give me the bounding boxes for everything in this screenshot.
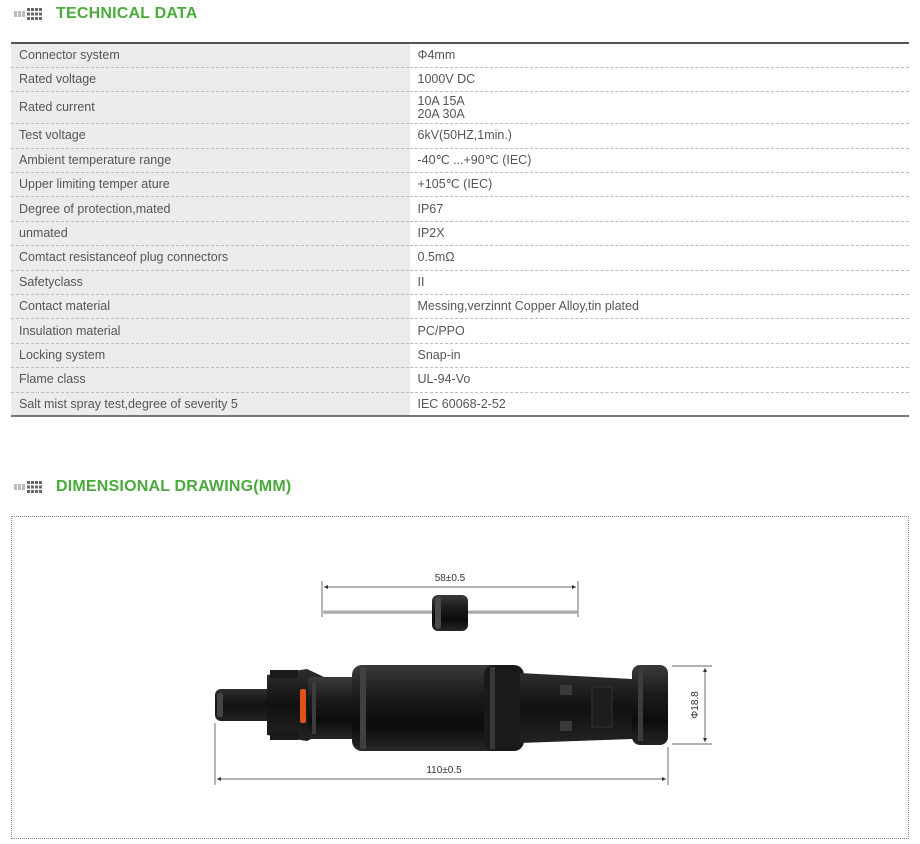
connector-drawing: 58±0.5 xyxy=(214,573,712,785)
table-row: Flame class UL-94-Vo xyxy=(11,367,909,393)
grid-bars-icon xyxy=(14,8,42,20)
spec-label: Comtact resistanceof plug connectors xyxy=(11,245,409,271)
spec-value: 1000V DC xyxy=(408,67,909,93)
spec-label: Insulation material xyxy=(11,318,409,344)
fuse-image xyxy=(323,595,578,631)
spec-value: IP2X xyxy=(408,221,909,247)
spec-value: II xyxy=(408,270,909,296)
spec-value: 6kV(50HZ,1min.) xyxy=(408,123,909,149)
table-row: Contact material Messing,verzinnt Copper… xyxy=(11,294,909,320)
table-row: Comtact resistanceof plug connectors 0.5… xyxy=(11,245,909,271)
spec-label: Connector system xyxy=(11,43,409,68)
spec-value: Snap-in xyxy=(408,343,909,369)
table-row: Rated voltage 1000V DC xyxy=(11,67,909,93)
connector-dimension: 110±0.5 xyxy=(214,723,669,785)
technical-data-header: TECHNICAL DATA xyxy=(14,5,197,23)
spec-label: Test voltage xyxy=(11,123,409,149)
table-row: Ambient temperature range -40℃ ...+90℃ (… xyxy=(11,148,909,174)
spec-value: PC/PPO xyxy=(408,318,909,344)
spec-value-line: 20A 30A xyxy=(417,106,465,121)
table-row: unmated IP2X xyxy=(11,221,909,247)
spec-value: UL-94-Vo xyxy=(408,367,909,393)
spec-value: Messing,verzinnt Copper Alloy,tin plated xyxy=(408,294,909,320)
spec-label: Rated voltage xyxy=(11,67,409,93)
spec-label: Safetyclass xyxy=(11,270,409,296)
connector-length-label: 110±0.5 xyxy=(426,765,462,776)
spec-value: 0.5mΩ xyxy=(408,245,909,271)
spec-label: Flame class xyxy=(11,367,409,393)
table-row: Insulation material PC/PPO xyxy=(11,318,909,344)
spec-value: IEC 60068-2-52 xyxy=(408,392,909,417)
table-row: Upper limiting temper ature +105℃ (IEC) xyxy=(11,172,909,198)
spec-label: Salt mist spray test,degree of severity … xyxy=(11,392,409,417)
spec-label: Upper limiting temper ature xyxy=(11,172,409,198)
section-title: DIMENSIONAL DRAWING(MM) xyxy=(56,478,292,495)
spec-label: Locking system xyxy=(11,343,409,369)
spec-value: +105℃ (IEC) xyxy=(408,172,909,198)
table-row: Salt mist spray test,degree of severity … xyxy=(11,392,909,417)
fuse-length-label: 58±0.5 xyxy=(435,573,466,584)
spec-value: 10A 15A 20A 30A xyxy=(408,91,909,125)
section-title: TECHNICAL DATA xyxy=(56,5,198,22)
dimensional-drawing-header: DIMENSIONAL DRAWING(MM) xyxy=(14,478,291,496)
technical-data-table: Connector system Φ4mm Rated voltage 1000… xyxy=(11,42,909,418)
spec-value: IP67 xyxy=(408,196,909,222)
spec-value: -40℃ ...+90℃ (IEC) xyxy=(408,148,909,174)
spec-value-line: 10A 15A xyxy=(417,93,465,108)
diameter-label: Φ18.8 xyxy=(690,691,701,719)
spec-label: Degree of protection,mated xyxy=(11,196,409,222)
spec-label: Contact material xyxy=(11,294,409,320)
grid-bars-icon xyxy=(14,481,42,493)
table-row: Locking system Snap-in xyxy=(11,343,909,369)
dimensional-drawing: 58±0.5 xyxy=(11,516,909,839)
table-row: Test voltage 6kV(50HZ,1min.) xyxy=(11,123,909,149)
spec-value: Φ4mm xyxy=(408,43,909,68)
table-row: Degree of protection,mated IP67 xyxy=(11,196,909,222)
table-row: Rated current 10A 15A 20A 30A xyxy=(11,91,909,125)
spec-label: Rated current xyxy=(11,91,409,125)
connector-image xyxy=(215,665,668,751)
fuse-dimension: 58±0.5 xyxy=(321,573,579,617)
diameter-dimension: Φ18.8 xyxy=(672,665,712,745)
spec-label: Ambient temperature range xyxy=(11,148,409,174)
table-row: Safetyclass II xyxy=(11,270,909,296)
table-row: Connector system Φ4mm xyxy=(11,43,909,68)
spec-label: unmated xyxy=(11,221,409,247)
